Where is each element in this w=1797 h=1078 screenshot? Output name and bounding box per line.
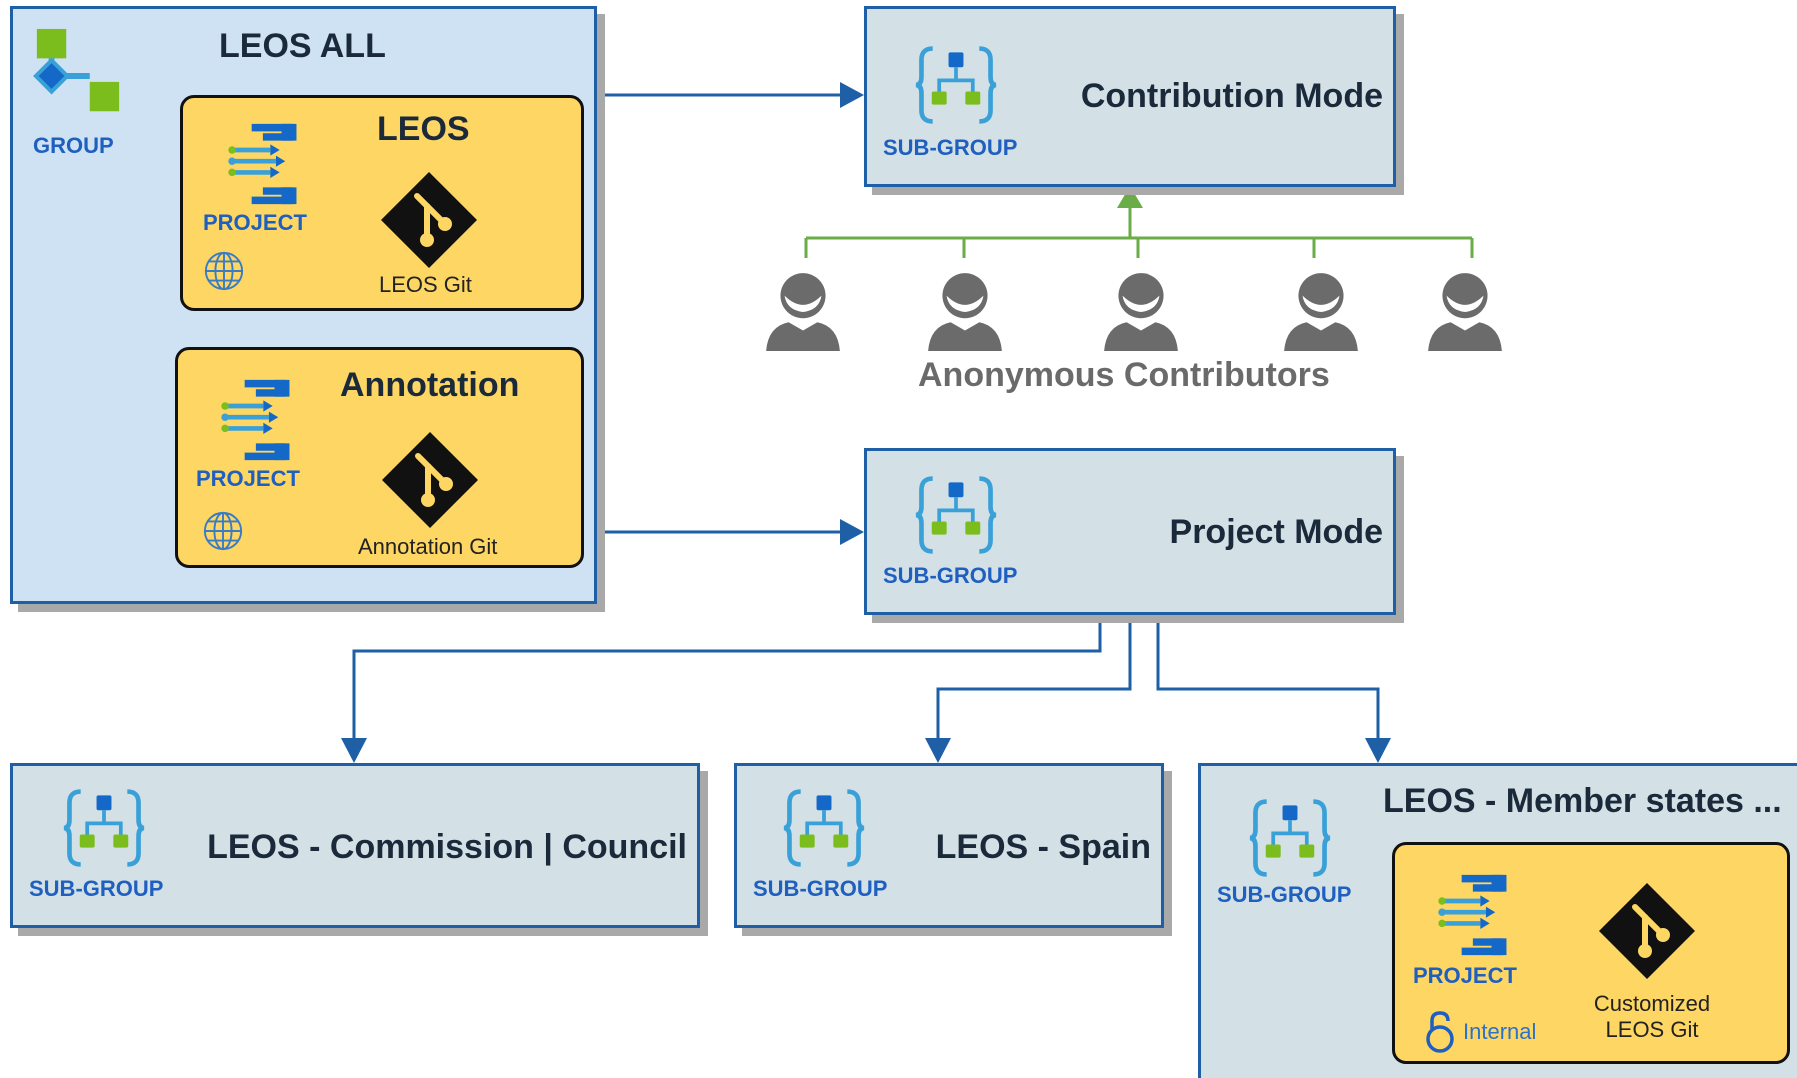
subgroup-type-label: SUB-GROUP <box>29 876 164 901</box>
subgroup-spain[interactable]: SUB-GROUP LEOS - Spain <box>734 763 1164 928</box>
subgroup-type-label: SUB-GROUP <box>1217 882 1352 907</box>
group-title: LEOS ALL <box>219 27 386 65</box>
subgroup-icon <box>911 473 1001 557</box>
project-type-label: PROJECT <box>196 466 300 491</box>
person-icon <box>1280 268 1362 352</box>
person-icon <box>1424 268 1506 352</box>
subgroup-type-label: SUB-GROUP <box>753 876 888 901</box>
group-leos-all[interactable]: GROUP LEOS ALL PROJECT LEOS LEOS Git PRO… <box>10 6 597 604</box>
connector-project-mode-to-commission <box>352 612 1102 752</box>
project-card-leos[interactable]: PROJECT LEOS LEOS Git <box>180 95 584 311</box>
git-icon <box>380 430 480 530</box>
person-icon <box>1100 268 1182 352</box>
git-label: LEOS Git <box>379 272 472 297</box>
subgroup-icon <box>779 786 869 870</box>
subgroup-type-label: SUB-GROUP <box>883 135 1018 160</box>
subgroup-member-states[interactable]: SUB-GROUP LEOS - Member states ... PROJE… <box>1198 763 1797 1078</box>
project-title: LEOS <box>377 110 470 148</box>
subgroup-icon <box>1245 796 1335 880</box>
arrowhead <box>840 519 864 545</box>
git-label-line1: Customized <box>1593 991 1711 1016</box>
arrowhead <box>341 738 367 763</box>
project-icon <box>214 378 294 462</box>
git-label: Annotation Git <box>358 534 498 559</box>
arrowhead-green <box>1117 186 1143 208</box>
contributor-tree <box>804 207 1474 258</box>
contributors-label: Anonymous Contributors <box>918 356 1330 394</box>
project-icon <box>221 122 301 206</box>
arrowhead <box>925 738 951 763</box>
subgroup-contribution-mode[interactable]: SUB-GROUP Contribution Mode <box>864 6 1396 187</box>
subgroup-icon <box>59 786 149 870</box>
project-card-customized-leos[interactable]: PROJECT Internal Customized LEOS Git <box>1392 842 1790 1064</box>
subgroup-project-mode[interactable]: SUB-GROUP Project Mode <box>864 448 1396 615</box>
globe-icon <box>202 510 244 552</box>
connector-project-mode-to-spain <box>936 612 1132 752</box>
connector-project-mode-to-member-states <box>1156 612 1380 752</box>
project-card-annotation[interactable]: PROJECT Annotation Annotation Git <box>175 347 584 568</box>
subgroup-icon <box>911 43 1001 127</box>
project-title: Annotation <box>340 366 520 404</box>
lock-open-icon <box>1425 1009 1455 1053</box>
git-icon <box>1597 881 1697 981</box>
subgroup-commission-council[interactable]: SUB-GROUP LEOS - Commission | Council <box>10 763 700 928</box>
globe-icon <box>203 250 245 292</box>
person-icon <box>762 268 844 352</box>
subgroup-title: LEOS - Commission | Council <box>207 828 687 866</box>
person-icon <box>924 268 1006 352</box>
group-icon <box>29 27 127 125</box>
subgroup-title: LEOS - Member states ... <box>1383 782 1782 820</box>
subgroup-title: Contribution Mode <box>1080 77 1383 115</box>
project-type-label: PROJECT <box>203 210 307 235</box>
subgroup-type-label: SUB-GROUP <box>883 563 1018 588</box>
project-type-label: PROJECT <box>1413 963 1517 988</box>
git-icon <box>379 170 479 270</box>
subgroup-title: Project Mode <box>1169 513 1383 551</box>
arrowhead <box>840 82 864 108</box>
git-label-line2: LEOS Git <box>1605 1017 1699 1042</box>
project-icon <box>1431 873 1511 957</box>
group-type-label: GROUP <box>33 133 114 158</box>
visibility-label: Internal <box>1463 1019 1537 1044</box>
arrowhead <box>1365 738 1391 763</box>
subgroup-title: LEOS - Spain <box>935 828 1151 866</box>
